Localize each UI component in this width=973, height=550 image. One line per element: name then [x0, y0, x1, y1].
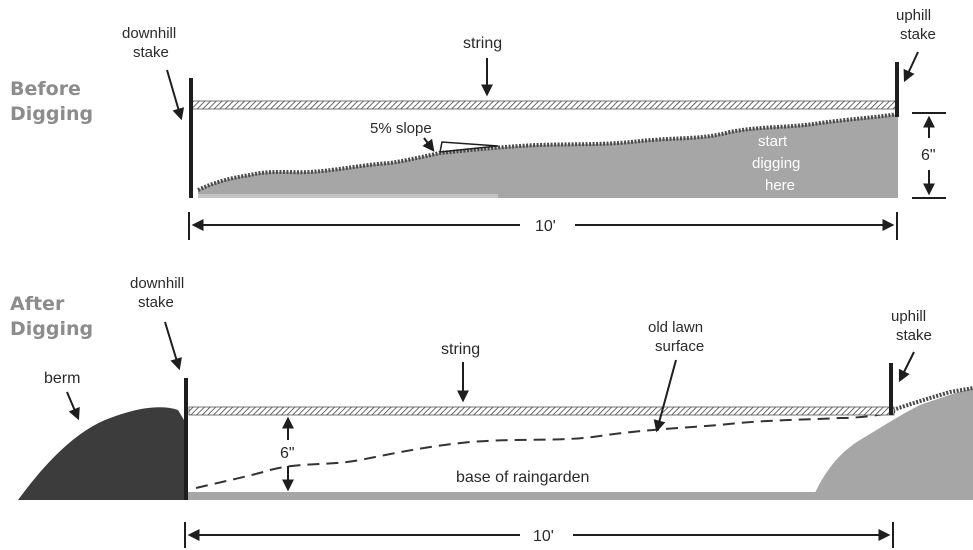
after-uphill-ground [812, 388, 973, 500]
old-lawn-surface-line [195, 411, 896, 489]
after-downhill-stake-label-2: stake [138, 294, 174, 311]
before-downhill-arrow [166, 69, 185, 121]
after-title-line1: After [10, 293, 65, 315]
after-string [188, 406, 895, 416]
base-of-raingarden-label: base of raingarden [456, 469, 589, 486]
after-uphill-stake [889, 363, 893, 415]
after-title-line2: Digging [10, 318, 93, 340]
before-start-label-3: here [765, 177, 795, 194]
after-uphill-stake-label-2: stake [896, 327, 932, 344]
before-string-label: string [463, 35, 502, 52]
before-length-label: 10' [535, 218, 556, 235]
after-trench-floor [186, 492, 816, 500]
after-uphill-arrow [898, 351, 915, 383]
after-uphill-stake-label-1: uphill [891, 308, 926, 325]
after-panel: After Digging downhill stake uphill stak… [10, 275, 973, 548]
before-string [191, 100, 898, 110]
old-lawn-label-1: old lawn [648, 319, 703, 336]
before-start-label-1: start [758, 133, 788, 150]
after-downhill-arrow [164, 321, 182, 371]
before-slope-arrow [422, 137, 435, 152]
after-depth-label: 6" [280, 445, 295, 462]
before-slope-triangle [439, 141, 499, 153]
after-length-label: 10' [533, 528, 554, 545]
before-uphill-stake-label-2: stake [900, 26, 936, 43]
before-ground-lighter-strip [198, 194, 498, 198]
before-title-line2: Digging [10, 103, 93, 125]
berm-label: berm [44, 370, 80, 387]
after-string-label: string [441, 341, 480, 358]
after-downhill-stake [184, 378, 188, 500]
before-uphill-stake [895, 62, 899, 117]
before-slope-label: 5% slope [370, 120, 432, 137]
before-depth-label: 6" [921, 147, 936, 164]
before-panel: Before Digging downhill stake uphill sta… [10, 7, 946, 240]
before-start-label-2: digging [752, 155, 800, 172]
berm-shape [18, 407, 186, 500]
old-lawn-label-2: surface [655, 338, 704, 355]
before-downhill-stake-label-1: downhill [122, 25, 176, 42]
after-downhill-stake-label-1: downhill [130, 275, 184, 292]
before-downhill-stake [189, 78, 193, 198]
before-downhill-stake-label-2: stake [133, 44, 169, 61]
old-lawn-arrow [653, 359, 677, 433]
before-uphill-arrow [903, 51, 919, 83]
before-title-line1: Before [10, 78, 81, 100]
after-uphill-surface [892, 386, 973, 412]
berm-arrow [66, 391, 80, 421]
before-uphill-stake-label-1: uphill [896, 7, 931, 24]
before-ground-surface [197, 112, 899, 192]
